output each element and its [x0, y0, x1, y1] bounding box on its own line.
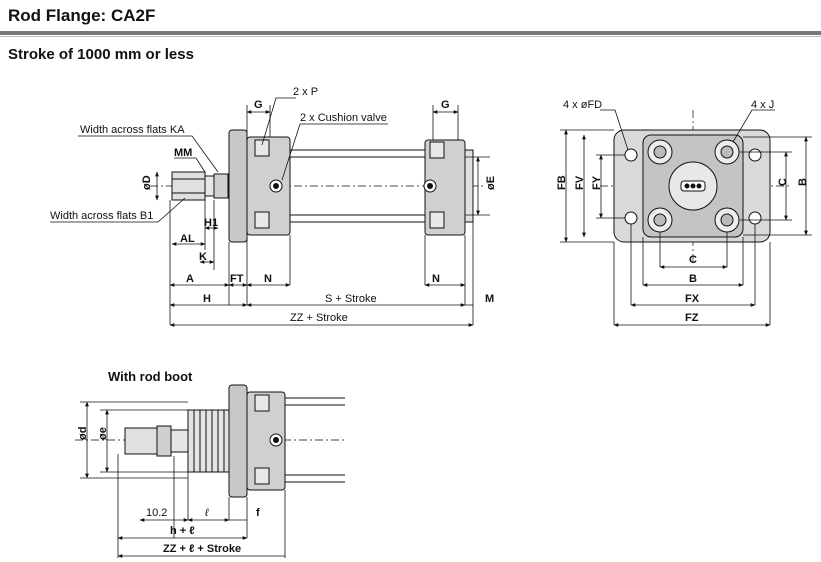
end-dimension-lines	[560, 109, 812, 327]
label-zz-stroke: ZZ + Stroke	[290, 312, 348, 324]
label-od: øD	[141, 175, 153, 190]
label-k: K	[199, 251, 207, 263]
label-boot-h-ell: h + ℓ	[170, 525, 195, 537]
page-title: Rod Flange: CA2F	[8, 6, 156, 25]
label-b-right: B	[797, 178, 809, 186]
label-boot-ell: ℓ	[204, 507, 209, 519]
main-side-view	[150, 129, 485, 243]
label-fv: FV	[574, 175, 586, 190]
label-boot-zz-ell: ZZ + ℓ + Stroke	[163, 543, 241, 555]
label-2xp: 2 x P	[293, 86, 318, 98]
label-boot-10-2: 10.2	[146, 507, 167, 519]
label-c-bottom: C	[689, 254, 697, 266]
title-divider-thin	[0, 36, 821, 37]
end-view	[600, 110, 790, 262]
label-oe: øE	[485, 176, 497, 190]
label-h: H	[203, 293, 211, 305]
label-n-left: N	[264, 273, 272, 285]
label-mm: MM	[174, 147, 192, 159]
label-s-stroke: S + Stroke	[325, 293, 377, 305]
label-fx: FX	[685, 293, 700, 305]
main-dimension-lines	[50, 97, 490, 327]
label-m: M	[485, 293, 494, 305]
label-cushion-valve: 2 x Cushion valve	[300, 112, 387, 124]
label-ft: FT	[230, 273, 244, 285]
label-boot-od: ød	[77, 427, 89, 440]
label-a: A	[186, 273, 194, 285]
label-g-right: G	[441, 99, 450, 111]
label-4xfd: 4 x øFD	[563, 99, 602, 111]
label-boot-oe: øe	[97, 427, 109, 440]
label-boot-f: f	[256, 507, 260, 519]
label-fz: FZ	[685, 312, 699, 324]
label-fy: FY	[591, 175, 603, 190]
label-al: AL	[180, 233, 195, 245]
boot-dimension-lines	[80, 401, 286, 558]
label-fb: FB	[556, 175, 568, 190]
label-c-right: C	[777, 178, 789, 186]
title-divider	[0, 31, 821, 35]
rod-boot-view	[75, 384, 345, 498]
label-b-bottom: B	[689, 273, 697, 285]
label-g-left: G	[254, 99, 263, 111]
label-b1: Width across flats B1	[50, 210, 153, 222]
label-4xj: 4 x J	[751, 99, 774, 111]
label-ka: Width across flats KA	[80, 124, 185, 136]
rod-boot-heading: With rod boot	[108, 369, 193, 384]
page-subtitle: Stroke of 1000 mm or less	[8, 46, 194, 63]
label-n-right: N	[432, 273, 440, 285]
label-h1: H1	[204, 217, 218, 229]
